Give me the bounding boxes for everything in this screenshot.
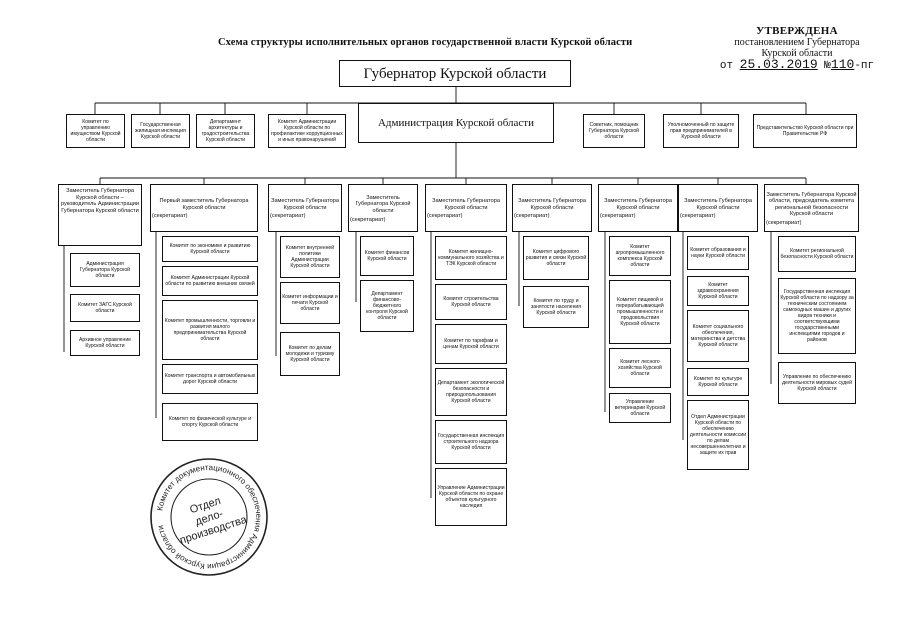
unit-8-5: Отдел Администрации Курской области по о…	[687, 400, 749, 470]
deputy-title-8: Заместитель Губернатора Курской области	[684, 198, 752, 211]
unit-3-2: Комитет информации и печати Курской обла…	[280, 282, 340, 324]
unit-9-3: Управление по обеспечению деятельности м…	[778, 362, 856, 404]
approval-prefix: от	[719, 60, 734, 72]
unit-7-3: Комитет лесного хозяйства Курской област…	[609, 348, 671, 388]
deputy-title-7: Заместитель Губернатора Курской области	[604, 198, 672, 211]
deputy-box-4: Заместитель Губернатора Курской области …	[348, 184, 418, 232]
top-left-box-3: Департамент архитектуры и градостроитель…	[196, 114, 255, 148]
document-title: Схема структуры исполнительных органов г…	[218, 37, 633, 48]
unit-5-2: Комитет строительства Курской области	[435, 284, 507, 320]
deputy-sec-9: (секретариат)	[766, 219, 802, 226]
deputy-title-6: Заместитель Губернатора Курской области	[518, 198, 586, 211]
office-stamp: Комитет документационного обеспечения Ад…	[150, 458, 268, 576]
governor-box: Губернатор Курской области	[339, 60, 571, 87]
deputy-title-5: Заместитель Губернатора Курской области	[432, 198, 500, 211]
unit-6-2: Комитет по труду и занятости населения К…	[523, 286, 589, 328]
deputy-box-6: Заместитель Губернатора Курской области …	[512, 184, 592, 232]
approval-suffix: -пг	[854, 60, 875, 72]
deputy-box-7: Заместитель Губернатора Курской области …	[598, 184, 678, 232]
unit-8-4: Комитет по культуре Курской области	[687, 368, 749, 396]
deputy-box-1: Заместитель Губернатора Курской области …	[58, 184, 142, 246]
unit-2-4: Комитет транспорта и автомобильных дорог…	[162, 364, 258, 394]
approval-line-2: Курской области	[761, 48, 833, 59]
deputy-box-5: Заместитель Губернатора Курской области …	[425, 184, 507, 232]
unit-7-2: Комитет пищевой и перерабатывающей промы…	[609, 280, 671, 344]
unit-6-1: Комитет цифрового развития и связи Курск…	[523, 236, 589, 280]
unit-8-1: Комитет образования и науки Курской обла…	[687, 236, 749, 270]
deputy-box-9: Заместитель Губернатора Курской области,…	[764, 184, 859, 232]
unit-5-5: Государственная инспекция строительного …	[435, 420, 507, 464]
approval-date-line: от 25.03.2019 №110-пг	[712, 57, 882, 72]
deputy-sec-2: (секретариат)	[152, 213, 188, 220]
unit-2-1: Комитет по экономике и развитию Курской …	[162, 236, 258, 262]
top-right-box-3: Представительство Курской области при Пр…	[753, 114, 857, 148]
unit-4-2: Департамент финансово-бюджетного контрол…	[360, 280, 414, 332]
top-left-box-4: Комитет Администрации Курской области по…	[268, 114, 346, 148]
deputy-sec-3: (секретариат)	[270, 213, 306, 220]
administration-box: Администрация Курской области	[358, 103, 554, 143]
approval-line-1: постановлением Губернатора	[734, 37, 860, 48]
unit-8-2: Комитет здравоохранения Курской области	[687, 276, 749, 306]
unit-8-3: Комитет социального обеспечения, материн…	[687, 310, 749, 362]
deputy-box-3: Заместитель Губернатора Курской области …	[268, 184, 342, 232]
approval-heading: УТВЕРЖДЕНА	[756, 25, 838, 37]
unit-4-1: Комитет финансов Курской области	[360, 236, 414, 276]
approval-block: УТВЕРЖДЕНА постановлением Губернатора Ку…	[712, 26, 882, 72]
top-right-box-1: Советник, помощник Губернатора Курской о…	[583, 114, 645, 148]
deputy-title-9: Заместитель Губернатора Курской области,…	[766, 191, 857, 218]
unit-5-3: Комитет по тарифам и ценам Курской облас…	[435, 324, 507, 364]
deputy-sec-4: (секретариат)	[350, 216, 386, 223]
deputy-title-2: Первый заместитель Губернатора Курской о…	[159, 198, 249, 211]
deputy-title-3: Заместитель Губернатора Курской области	[271, 198, 339, 211]
unit-5-6: Управление Администрации Курской области…	[435, 468, 507, 526]
deputy-sec-6: (секретариат)	[514, 213, 550, 220]
unit-5-1: Комитет жилищно-коммунального хозяйства …	[435, 236, 507, 280]
deputy-sec-8: (секретариат)	[680, 213, 716, 220]
unit-9-2: Государственная инспекция Курской област…	[778, 278, 856, 354]
top-left-box-2: Государственная жилищная инспекция Курск…	[131, 114, 190, 148]
unit-1-2: Комитет ЗАГС Курской области	[70, 294, 140, 322]
unit-1-3: Архивное управление Курской области	[70, 330, 140, 356]
unit-3-1: Комитет внутренней политики Администраци…	[280, 236, 340, 278]
unit-9-1: Комитет региональной безопасности Курско…	[778, 236, 856, 272]
deputy-title-4: Заместитель Губернатора Курской области	[355, 194, 411, 214]
top-left-box-1: Комитет по управлению имуществом Курской…	[66, 114, 125, 148]
deputy-box-2: Первый заместитель Губернатора Курской о…	[150, 184, 258, 232]
deputy-sec-7: (секретариат)	[600, 213, 636, 220]
unit-2-2: Комитет Администрации Курской области по…	[162, 266, 258, 296]
deputy-title-1: Заместитель Губернатора Курской области …	[60, 188, 140, 214]
top-right-box-2: Уполномоченный по защите прав предприним…	[663, 114, 739, 148]
unit-7-4: Управление ветеринарии Курской области	[609, 393, 671, 423]
deputy-sec-5: (секретариат)	[427, 213, 463, 220]
unit-1-1: Администрация Губернатора Курской област…	[70, 253, 140, 287]
approval-number: 110	[830, 57, 855, 72]
approval-date: 25.03.2019	[739, 57, 818, 72]
unit-2-3: Комитет промышленности, торговли и разви…	[162, 300, 258, 360]
unit-7-1: Комитет агропромышленного комплекса Курс…	[609, 236, 671, 276]
unit-2-5: Комитет по физической культуре и спорту …	[162, 403, 258, 441]
unit-3-3: Комитет по делам молодежи и туризму Курс…	[280, 332, 340, 376]
deputy-box-8: Заместитель Губернатора Курской области …	[678, 184, 758, 232]
unit-5-4: Департамент экологической безопасности и…	[435, 368, 507, 416]
approval-num-sign: №	[824, 60, 831, 72]
